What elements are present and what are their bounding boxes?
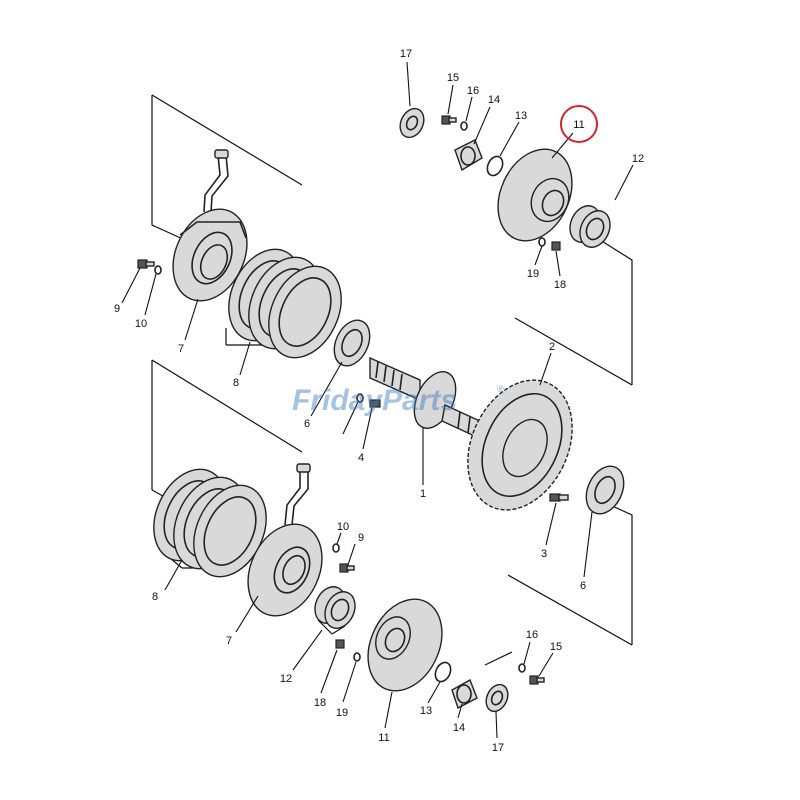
ring-gear-2 xyxy=(467,379,573,511)
washer-19-lower xyxy=(353,652,361,662)
watermark: FridayParts ® xyxy=(292,384,504,417)
washer-19-upper xyxy=(538,237,546,247)
callout-18: 18 xyxy=(554,279,566,291)
washer-10-upper xyxy=(154,265,162,275)
hub-11-upper xyxy=(497,148,573,242)
watermark-brand: FridayParts xyxy=(292,384,457,417)
callout-6-right: 6 xyxy=(580,580,586,592)
callout-4: 4 xyxy=(358,452,364,464)
callout-15: 15 xyxy=(447,72,459,84)
discs-8-upper xyxy=(228,248,342,359)
bolt-3-right xyxy=(549,493,569,502)
cover-7-upper xyxy=(172,208,248,302)
washer-5 xyxy=(356,393,364,403)
callout-9-lower: 9 xyxy=(358,532,364,544)
callout-14-lower: 14 xyxy=(453,722,465,734)
callout-16: 16 xyxy=(467,85,479,97)
callout-6: 6 xyxy=(304,418,310,430)
callout-12: 12 xyxy=(632,153,644,165)
washer-16-lower xyxy=(518,663,526,673)
callout-7: 7 xyxy=(178,343,184,355)
washer-10-lower xyxy=(332,543,340,553)
callout-9: 9 xyxy=(114,303,120,315)
bolt-9-upper xyxy=(137,259,155,269)
frame-lines xyxy=(151,94,633,666)
callout-18-lower: 18 xyxy=(314,697,326,709)
callout-1: 1 xyxy=(420,488,426,500)
callout-13: 13 xyxy=(515,110,527,122)
callout-10: 10 xyxy=(135,318,147,330)
ring-13-lower xyxy=(434,661,452,683)
bolt-18-lower xyxy=(335,639,345,649)
discs-8-lower xyxy=(153,468,267,578)
callout-15-lower: 15 xyxy=(550,641,562,653)
cover-7-lower xyxy=(247,523,323,617)
bearing-12-upper xyxy=(569,205,611,248)
callout-14: 14 xyxy=(488,94,500,106)
leader-lines xyxy=(121,61,634,739)
callout-11: 11 xyxy=(573,119,584,131)
washer-16-upper xyxy=(460,121,468,131)
callout-17-lower: 17 xyxy=(492,742,504,754)
callout-17: 17 xyxy=(400,48,412,60)
bolt-18-upper xyxy=(551,241,561,251)
pipe-upper xyxy=(203,149,229,213)
callout-8: 8 xyxy=(233,377,239,389)
pipe-lower xyxy=(284,463,311,526)
plate-14-lower xyxy=(451,678,478,710)
callout-11-lower: 11 xyxy=(378,732,389,744)
callout-2: 2 xyxy=(549,341,555,353)
bolt-9-lower xyxy=(339,563,355,573)
callout-19-lower: 19 xyxy=(336,707,348,719)
bolt-15-lower xyxy=(529,675,545,685)
watermark-registered: ® xyxy=(497,384,504,394)
plate-14-upper xyxy=(454,139,483,172)
callout-13-lower: 13 xyxy=(420,705,432,717)
bolt-15-upper xyxy=(441,115,457,125)
callout-12-lower: 12 xyxy=(280,673,292,685)
callout-7-lower: 7 xyxy=(226,635,232,647)
callouts: 17 15 16 14 13 11 12 19 18 9 10 7 8 6 4 … xyxy=(114,48,644,754)
callout-3: 3 xyxy=(541,548,547,560)
bearing-12-lower xyxy=(314,586,356,629)
bearing-6-upper xyxy=(333,319,371,367)
hub-11-lower xyxy=(367,598,443,692)
bearing-6-right xyxy=(585,465,625,515)
callout-19: 19 xyxy=(527,268,539,280)
callout-16-lower: 16 xyxy=(526,629,538,641)
highlight-circle-part-11 xyxy=(560,105,598,143)
ring-13-upper xyxy=(486,155,504,177)
callout-8-lower: 8 xyxy=(152,591,158,603)
callout-10-lower: 10 xyxy=(337,521,349,533)
seal-17-upper xyxy=(399,107,425,139)
pin-4 xyxy=(369,399,381,408)
seal-17-lower xyxy=(485,683,509,713)
